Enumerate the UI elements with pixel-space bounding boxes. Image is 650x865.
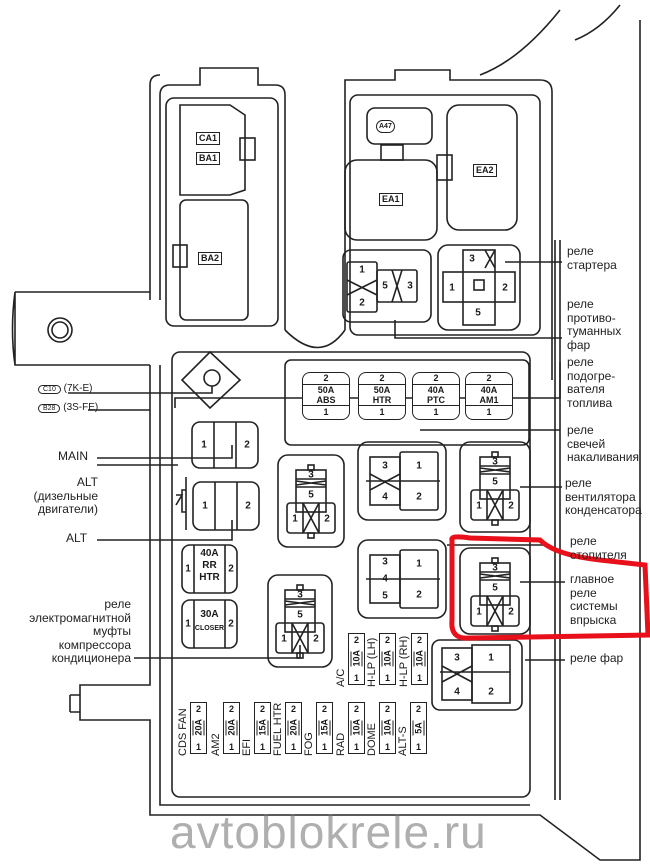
pin-number: 4	[382, 573, 388, 585]
label-main: MAIN	[58, 449, 88, 463]
fuse-label: RAD	[335, 732, 347, 756]
pin-number: 1	[201, 439, 207, 451]
pin-number: 2	[228, 563, 234, 575]
pin-number: 1	[476, 500, 482, 512]
pin-number: 5	[297, 609, 303, 621]
connector-ba2: BA2	[198, 252, 223, 265]
fuse-label: FUEL HTR	[272, 702, 284, 756]
pin-number: 1	[476, 606, 482, 618]
pin-number: 2	[502, 282, 508, 294]
pin-number: 3	[382, 460, 388, 472]
pin-number: 5	[475, 307, 481, 319]
pin-number: 1	[416, 460, 422, 472]
pin-number: 1	[449, 282, 455, 294]
pin-number: 1	[185, 618, 191, 630]
fuse-label: CDS FAN	[177, 708, 189, 756]
pin-number: 3	[382, 556, 388, 568]
pin-number: 5	[382, 590, 388, 602]
pin-number: 5	[492, 582, 498, 594]
pin-number: 1	[292, 513, 298, 525]
pin-number: 4	[382, 491, 388, 503]
pin-number: 3	[454, 652, 460, 664]
fuse-label: H-LP (RH)	[398, 635, 410, 687]
connector-ca1: CA1	[196, 132, 221, 145]
label-alt: ALT	[66, 531, 88, 545]
pin-number: 5	[382, 280, 388, 292]
label-headlight-relay: реле фар	[570, 651, 624, 665]
fuse-label: ALT-S	[397, 726, 409, 756]
pin-number: 2	[488, 686, 494, 698]
fuse-label: A/C	[335, 668, 347, 687]
pin-number: 2	[416, 589, 422, 601]
ground-c10: C10 (7K-E)	[38, 382, 93, 396]
pin-number: 3	[492, 456, 498, 468]
pin-number: 1	[281, 633, 287, 645]
ground-b28: B28 (3S-FE)	[38, 401, 98, 415]
pin-number: 3	[469, 253, 475, 265]
relay-left	[277, 454, 345, 548]
connector-ea1: EA1	[379, 193, 403, 206]
pin-number: 2	[508, 500, 514, 512]
pin-number: 2	[244, 439, 250, 451]
pin-number: 3	[492, 562, 498, 574]
pin-number: 2	[245, 500, 251, 512]
relay-heater	[357, 539, 447, 619]
relay-glow-plug	[357, 441, 447, 521]
pin-number: 3	[297, 589, 303, 601]
pin-number: 5	[308, 489, 314, 501]
pin-number: 1	[185, 563, 191, 575]
pin-number: 2	[416, 491, 422, 503]
pin-number: 3	[308, 469, 314, 481]
pin-number: 2	[324, 513, 330, 525]
pin-number: 4	[454, 686, 460, 698]
pin-number: 1	[416, 558, 422, 570]
fuse-label: FOG	[303, 732, 315, 756]
relay-efi-main	[459, 547, 531, 635]
watermark: avtoblokrele.ru	[170, 806, 487, 858]
pin-number: 1	[202, 500, 208, 512]
pin-number: 1	[359, 264, 365, 276]
pin-number: 2	[313, 633, 319, 645]
relay-ac-clutch	[267, 574, 333, 668]
connector-ea2: EA2	[473, 164, 497, 177]
fuse-label: H-LP (LH)	[366, 637, 378, 687]
pin-number: 3	[407, 280, 413, 292]
connector-a47: A47	[376, 120, 395, 133]
pin-number: 5	[492, 476, 498, 488]
fuse-label: DOME	[366, 723, 378, 756]
connector-ba1: BA1	[196, 152, 221, 165]
pin-number: 2	[228, 618, 234, 630]
fuse-label: EFI	[241, 738, 253, 756]
pin-number: 2	[359, 297, 365, 309]
pin-number: 1	[488, 652, 494, 664]
pin-number: 2	[508, 606, 514, 618]
fuse-label: AM2	[210, 733, 222, 756]
